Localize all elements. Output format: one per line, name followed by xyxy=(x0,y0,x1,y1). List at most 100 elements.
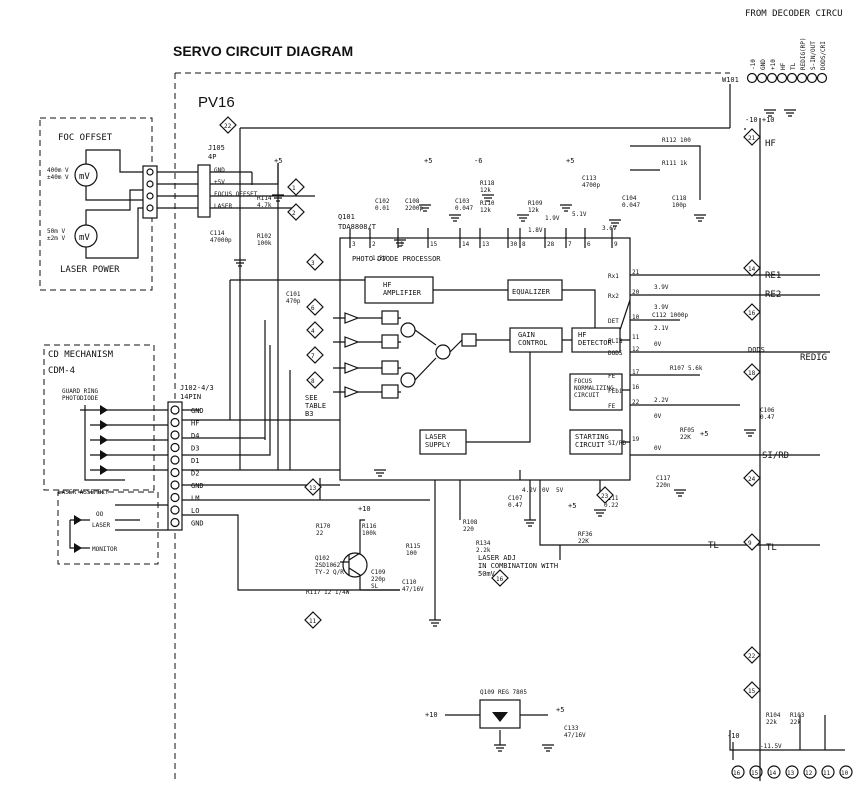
voltage-5: 0V xyxy=(654,445,662,452)
tag-diamond-15 xyxy=(743,533,761,551)
signal-dods: DODS xyxy=(748,346,765,354)
tag-number-6: 7 xyxy=(311,353,315,360)
ground-19 xyxy=(784,109,796,117)
ic-right-pin-name-6: FEbi xyxy=(608,388,623,395)
part-r117: R117 12 1/4W xyxy=(306,589,350,596)
tag-diamond-2 xyxy=(287,203,305,221)
signal-re1: RE1 xyxy=(765,271,781,281)
ground-1 xyxy=(272,194,284,202)
switch-1 xyxy=(381,310,399,325)
ic-ref: Q101 xyxy=(338,213,355,221)
ic-right-pin-name-8: SI/RD xyxy=(608,440,626,447)
ic-right-pin-name-0: Rx1 xyxy=(608,273,619,280)
tag-number-17: 15 xyxy=(748,688,756,695)
part-r111: R111 1k xyxy=(662,160,688,167)
top-conn-label-3: HF xyxy=(780,62,787,70)
cd-mech-model: CDM-4 xyxy=(48,366,75,376)
ground-10 xyxy=(429,619,441,627)
tag-number-9: 11 xyxy=(309,618,317,625)
ground-6 xyxy=(517,214,529,222)
part-r107: R107 5.6k xyxy=(670,365,703,372)
voltage-12: 1.8V xyxy=(528,227,543,234)
cd-mech-title: CD MECHANISM xyxy=(48,350,114,360)
rail-plus5-d: +5 xyxy=(556,706,564,714)
j102-pin-8 xyxy=(170,505,180,515)
ic-part: TDA8808/T xyxy=(338,223,377,231)
tag-diamond-9 xyxy=(304,611,322,629)
focus-normalizing-block xyxy=(569,373,623,411)
op-amp-4 xyxy=(344,386,360,398)
hf-detector-block xyxy=(571,327,621,353)
top-conn-label-6: S-IN/OUT xyxy=(810,41,817,70)
board-label: PV16 xyxy=(198,94,235,111)
j102-pin-label-7: LM xyxy=(191,495,199,503)
tag-number-5: 4 xyxy=(311,328,315,335)
signal-sird: SI/RD xyxy=(762,451,789,461)
rail-minus6: -6 xyxy=(474,157,482,165)
j102-pin-1 xyxy=(170,417,180,428)
ground-15 xyxy=(524,519,536,527)
bottom-pin-6 xyxy=(839,765,853,779)
j102-pin-label-0: GND xyxy=(191,407,204,415)
tag-number-16: 22 xyxy=(748,653,756,660)
j102-pin-label-5: D2 xyxy=(191,470,199,478)
ic-right-pin-2: 10 xyxy=(632,314,640,321)
top-conn-pin-1 xyxy=(756,72,768,84)
monitor-label: MONITOR xyxy=(92,546,118,553)
tag-diamond-7 xyxy=(306,371,324,389)
foc-offset-box: FOC OFFSET mV 400m V±40m V mV 50m V±2m V… xyxy=(39,117,158,291)
tag-number-12: 16 xyxy=(748,310,756,317)
j102-pin-2 xyxy=(170,430,180,440)
starting-circuit-block xyxy=(569,429,623,455)
ground-7 xyxy=(560,204,572,212)
rail-minus11: -11.5V xyxy=(760,743,782,750)
ic-right-pin-name-4: DODS xyxy=(608,350,623,357)
top-conn-pin-5 xyxy=(796,72,808,84)
laser-diode-marker: OO xyxy=(96,511,104,518)
bottom-pin-4 xyxy=(803,765,817,779)
j102-pin-4 xyxy=(170,455,180,465)
tag-number-19: 16 xyxy=(496,576,504,583)
ic-right-pin-name-5: FE xyxy=(608,373,616,380)
voltage-3: 0V xyxy=(654,341,662,348)
tag-number-3: 3 xyxy=(311,260,315,267)
ic-top-pin-8: 28 xyxy=(547,241,555,248)
top-conn-pin: W101 xyxy=(722,76,739,84)
voltage-0: 3.9V xyxy=(654,284,669,291)
top-conn-pin-7 xyxy=(816,72,828,84)
j102-pin-label-4: D1 xyxy=(191,457,199,465)
ic-right-pin-name-7: FE xyxy=(608,403,616,410)
supply-labels: -10 +10 xyxy=(745,116,775,124)
j102-pin-label-8: LO xyxy=(191,507,199,515)
op-amp-2 xyxy=(344,336,360,348)
switch-2 xyxy=(381,334,399,349)
ic-top-pin-10: 6 xyxy=(587,241,591,248)
j102-pin-5 xyxy=(170,467,180,478)
top-conn-label-5: REDIG(RP) xyxy=(800,37,807,70)
summer-1 xyxy=(400,322,416,338)
summer-2 xyxy=(400,372,416,388)
ic-right-pin-name-2: DET xyxy=(608,318,619,325)
top-conn-pin-3 xyxy=(776,72,788,84)
tag-diamond-18 xyxy=(596,486,614,504)
j105-pins: 4P xyxy=(208,153,216,161)
top-conn-pin-2 xyxy=(766,72,778,84)
